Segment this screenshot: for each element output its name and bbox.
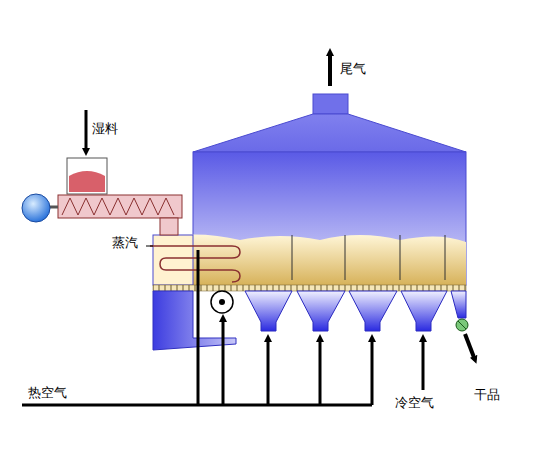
part-label: 热空气	[28, 386, 67, 400]
part-label: 蒸汽	[112, 236, 138, 250]
part-label: 干品	[474, 388, 500, 402]
part-label: 湿料	[92, 122, 118, 136]
part-label: 冷空气	[395, 396, 434, 410]
part-label: 尾气	[340, 62, 366, 76]
